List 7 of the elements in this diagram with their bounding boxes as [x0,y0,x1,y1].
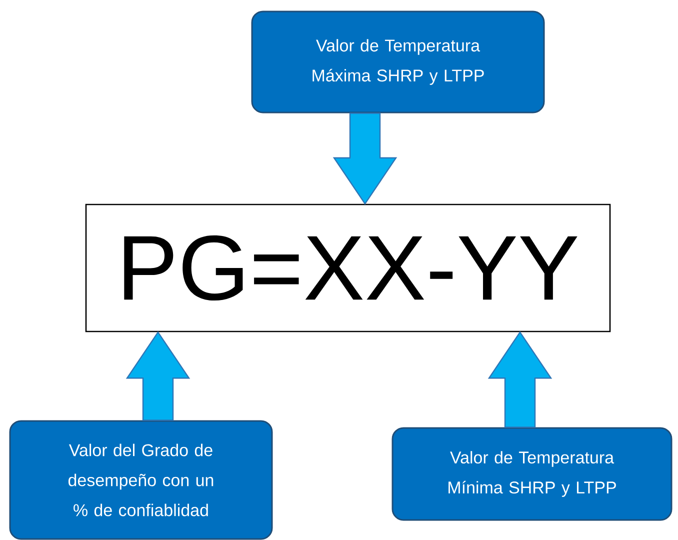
block-arrow [126,331,190,421]
formula-box: PG=XX-YY [85,204,611,332]
text-box: Valor de Temperatura Mínima SHRP y LTPP [392,427,672,521]
block-arrow [488,331,552,428]
text-box: Valor del Grado de desempeño con un % de confiablidad [9,420,273,540]
block-arrow [332,112,398,205]
text-box: Valor de Temperatura Máxima SHRP y LTPP [251,10,545,114]
